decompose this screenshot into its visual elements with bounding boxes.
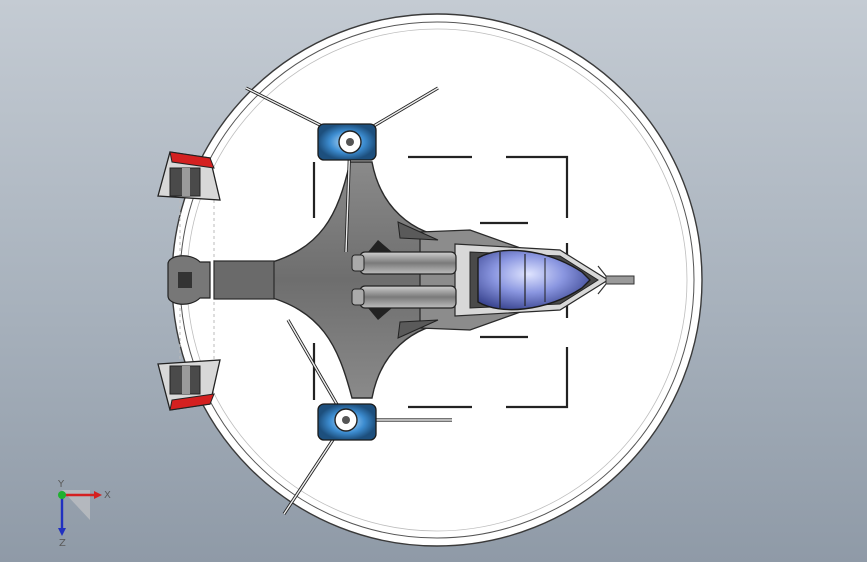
- y-axis-dot: [58, 491, 66, 499]
- z-axis-arrowhead: [58, 528, 66, 536]
- nose-probe: [597, 265, 635, 295]
- engine-lower[interactable]: [351, 285, 457, 320]
- x-axis-label: X: [104, 490, 111, 501]
- z-axis-label: Z: [59, 538, 66, 548]
- engine-upper[interactable]: [351, 240, 457, 275]
- thrust-duct-lower[interactable]: [157, 359, 221, 411]
- rear-exhaust[interactable]: [167, 255, 211, 305]
- x-axis-arrowhead: [94, 491, 102, 499]
- lift-fan-lower[interactable]: [282, 319, 452, 515]
- y-axis-label: Y: [57, 479, 65, 490]
- canopy[interactable]: [477, 249, 591, 311]
- coordinate-triad: X Y Z: [57, 479, 111, 548]
- thrust-duct-upper[interactable]: [157, 151, 221, 201]
- lift-fan-upper[interactable]: [245, 86, 439, 253]
